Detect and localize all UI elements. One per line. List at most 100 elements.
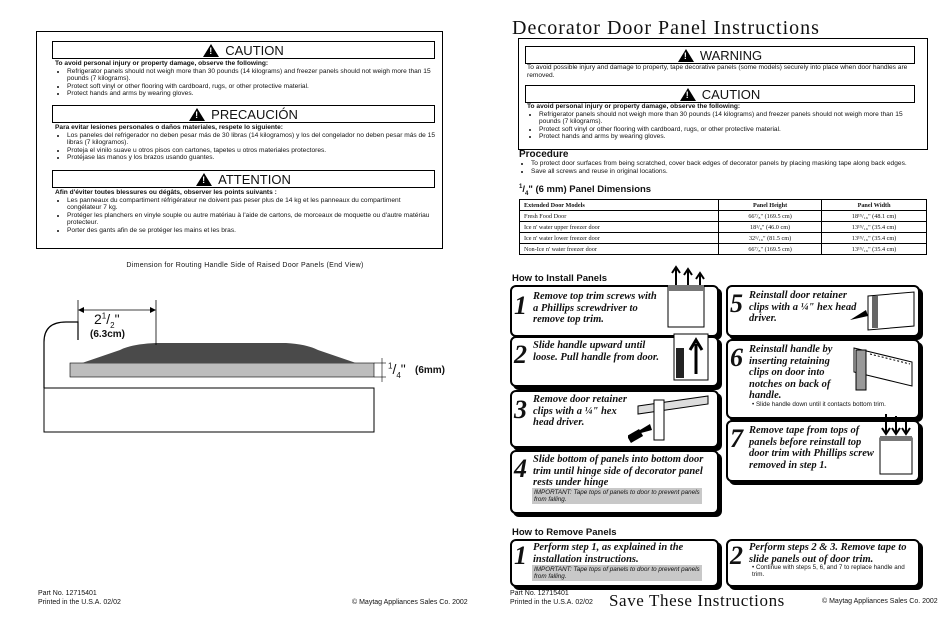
caution-heading-right: CAUTION: [701, 86, 761, 102]
warning-text: To avoid possible injury and damage to p…: [527, 64, 908, 79]
right-copyright: © Maytag Appliances Sales Co. 2002: [822, 598, 938, 605]
width-den: 2: [110, 320, 115, 330]
list-item: Porter des gants afin de se protéger les…: [67, 227, 435, 235]
list-item: Protect soft vinyl or other flooring wit…: [539, 126, 915, 134]
step-number: 1: [514, 291, 527, 320]
right-printed: Printed in the U.S.A. 02/02: [510, 599, 593, 606]
list-item: Los paneles del refrigerador no deben pe…: [67, 132, 435, 147]
caution-header-right: CAUTION: [525, 85, 915, 103]
list-item: Protéger les planchers en vinyle souple …: [67, 212, 435, 227]
list-item: Les panneaux du compartiment réfrigérate…: [67, 197, 435, 212]
warning-triangle-icon: [196, 172, 213, 186]
step-text: Remove top trim screws with a Phillips s…: [533, 291, 657, 325]
caution-lead-es: Para evitar lesiones personales o daños …: [55, 124, 283, 131]
panel-base: [69, 362, 375, 378]
table-cell: 32¹/₁₆" (81.5 cm): [717, 232, 823, 244]
list-item: To protect door surfaces from being scra…: [531, 160, 929, 168]
caution-list-en: Refrigerator panels should not weigh mor…: [55, 68, 435, 98]
panel-dimensions-heading: 1/4" (6 mm) Panel Dimensions: [519, 184, 652, 198]
caution-list-right: Refrigerator panels should not weigh mor…: [527, 111, 915, 141]
warning-triangle-icon: [189, 107, 206, 121]
page-title: Decorator Door Panel Instructions: [512, 17, 820, 39]
caution-body-es: Para evitar lesiones personales o daños …: [55, 124, 435, 162]
step-text: Remove door retainer clips with a ¼" hex…: [533, 394, 627, 428]
width-dimension-label: 21/2": [92, 311, 122, 330]
warning-triangle-icon: [679, 87, 696, 101]
remove-step-2: [726, 539, 920, 587]
dims-num: 1: [519, 184, 523, 190]
procedure-body: To protect door surfaces from being scra…: [519, 160, 929, 175]
table-cell: Ice n' water lower freezer door: [519, 232, 719, 244]
caution-body-fr: Afin d'éviter toutes blessures ou dégâts…: [55, 189, 435, 235]
list-item: Proteja el vinilo suave u otros pisos co…: [67, 147, 435, 155]
step-text: Slide bottom of panels into bottom door …: [533, 454, 704, 488]
caution-header-en: CAUTION: [52, 41, 435, 59]
thickness-label: 1/4": [388, 361, 406, 380]
top-trim-reinstall-illustration-icon: [879, 414, 913, 475]
step-text: Remove tape from tops of panels before r…: [749, 425, 874, 471]
dims-den: 4: [524, 191, 529, 198]
step-number: 7: [730, 424, 743, 453]
caution-lead-en: To avoid personal injury or property dam…: [55, 60, 269, 67]
step-text: Perform steps 2 & 3. Remove tape to slid…: [749, 542, 907, 565]
panel-end-view-diagram: [43, 300, 386, 433]
table-row: Non-Ice n' water freezer door 66⁷/₈" (16…: [519, 243, 927, 255]
caution-heading-es: PRECAUCIÓN: [211, 106, 298, 122]
reinstall-clip-illustration-icon: [850, 291, 915, 331]
handle-profile: [43, 321, 79, 388]
column-header: Panel Width: [821, 199, 927, 211]
table-cell: 13¹⁵/₁₆" (35.4 cm): [821, 221, 927, 233]
list-item: Protect hands and arms by wearing gloves…: [67, 90, 435, 98]
list-item: Protect soft vinyl or other flooring wit…: [67, 83, 435, 91]
table-cell: 66⁷/₈" (169.5 cm): [717, 210, 823, 222]
list-item: Refrigerator panels should not weigh mor…: [67, 68, 435, 83]
table-row: Ice n' water lower freezer door 32¹/₁₆" …: [519, 232, 927, 244]
caution-list-fr: Les panneaux du compartiment réfrigérate…: [55, 197, 435, 235]
width-whole: 2: [94, 311, 102, 327]
step-text: Slide handle upward until loose. Pull ha…: [533, 340, 660, 363]
safety-box: [36, 31, 443, 249]
caution-heading-en: CAUTION: [225, 42, 284, 58]
list-item: Refrigerator panels should not weigh mor…: [539, 111, 915, 126]
table-header-row: Extended Door Models Panel Height Panel …: [519, 199, 927, 211]
table-row: Ice n' water upper freezer door 18¹/₈" (…: [519, 221, 927, 233]
save-instructions: Save These Instructions: [609, 591, 785, 610]
table-cell: Fresh Food Door: [519, 210, 719, 222]
warning-header: WARNING: [525, 46, 915, 64]
table-cell: 18¹/₈" (46.0 cm): [717, 221, 823, 233]
caution-list-es: Los paneles del refrigerador no deben pe…: [55, 132, 435, 162]
retainer-clip-illustration-icon: [628, 395, 709, 443]
remove-heading: How to Remove Panels: [512, 527, 617, 538]
step-note: • Slide handle down until it contacts bo…: [752, 401, 886, 408]
raised-panel: [82, 343, 356, 363]
step-text: Reinstall door retainer clips with a ¼" …: [749, 290, 857, 324]
thickness-metric-label: (6mm): [415, 365, 446, 376]
step-number: 2: [514, 340, 527, 369]
diagram-caption: Dimension for Routing Handle Side of Rai…: [126, 262, 364, 269]
step-number: 5: [730, 289, 743, 318]
step-text: Reinstall handle by inserting retaining …: [749, 344, 833, 401]
warning-triangle-icon: [677, 48, 694, 62]
table-cell: Ice n' water upper freezer door: [519, 221, 719, 233]
caution-lead-fr: Afin d'éviter toutes blessures ou dégâts…: [55, 189, 277, 196]
caution-header-es: PRECAUCIÓN: [52, 105, 435, 123]
right-part-number: Part No. 12715401: [510, 590, 569, 597]
width-metric-label: (6.3cm): [90, 329, 126, 340]
list-item: Protéjase las manos y los brazos usando …: [67, 154, 435, 162]
thick-num: 1: [388, 361, 393, 371]
handle-slide-illustration-icon: [673, 333, 709, 381]
table-cell: 13¹⁵/₁₆" (35.4 cm): [821, 243, 927, 255]
top-trim-illustration-icon: [667, 265, 705, 328]
caution-body-right: To avoid personal injury or property dam…: [527, 103, 915, 141]
door-body: [43, 387, 375, 433]
caution-heading-fr: ATTENTION: [218, 171, 291, 187]
left-part-number: Part No. 12715401: [38, 590, 97, 597]
arrowhead-left: [78, 307, 84, 313]
column-header: Panel Height: [717, 199, 823, 211]
column-header: Extended Door Models: [519, 199, 719, 211]
step-number: 1: [514, 541, 527, 570]
arrowhead-right: [150, 307, 156, 313]
step-note: • Continue with steps 5, 6, and 7 to rep…: [752, 564, 905, 579]
safety-box-right: [518, 38, 928, 150]
warning-triangle-icon: [203, 43, 220, 57]
